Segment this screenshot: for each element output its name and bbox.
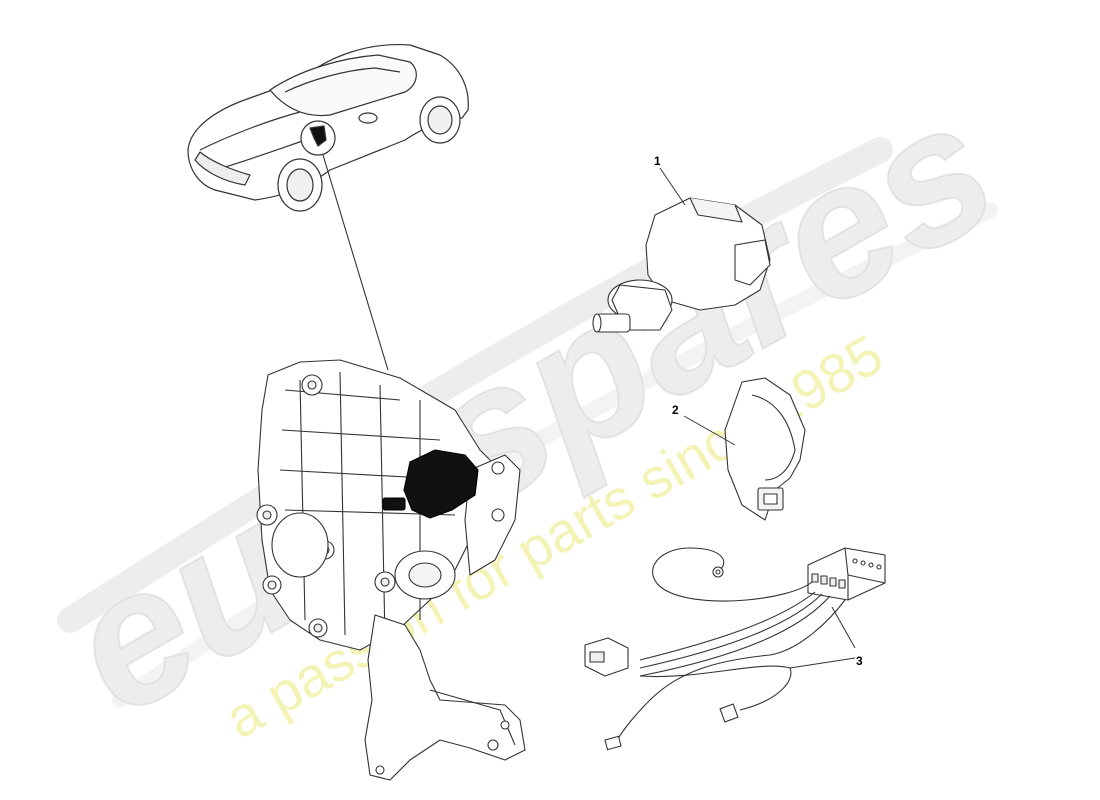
car-illustration <box>187 43 469 212</box>
leader-car-to-pedal-box <box>322 154 389 371</box>
leader-3b <box>789 657 856 669</box>
pedal-box-assembly <box>256 359 526 781</box>
installed-brake-switch <box>382 449 479 519</box>
part-3-wiring-harness <box>584 547 886 751</box>
callout-label-3: 3 <box>856 654 863 668</box>
callout-label-1: 1 <box>654 154 661 168</box>
part-2-switch-bracket <box>724 377 806 521</box>
leader-1 <box>659 167 686 206</box>
callout-label-2: 2 <box>672 403 679 417</box>
leader-2 <box>683 415 736 446</box>
watermark-brand: eurospares <box>35 60 1028 756</box>
leader-3a <box>831 606 856 649</box>
part-1-brake-light-switch <box>592 197 771 333</box>
watermark: eurospares a passion for parts since 198… <box>34 59 1029 757</box>
callout-leaders <box>659 167 856 669</box>
